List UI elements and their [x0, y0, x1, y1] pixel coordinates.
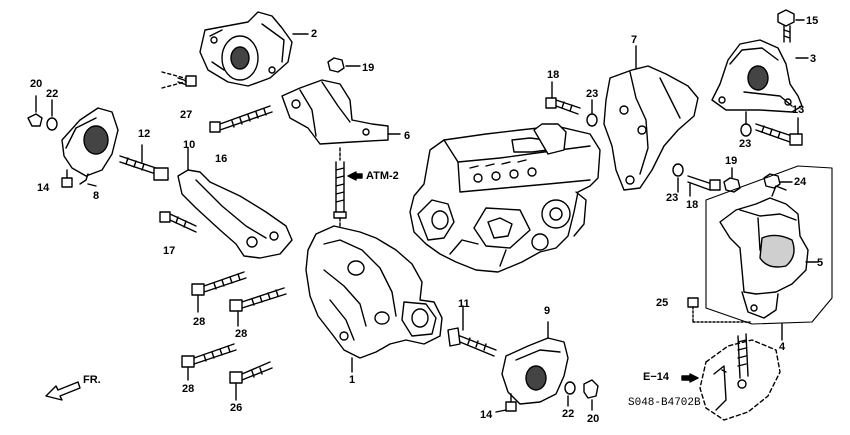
- part-17-label: 17: [163, 245, 176, 257]
- part-3-label: 3: [810, 53, 817, 65]
- front-reference: FR.: [83, 374, 101, 386]
- e-14-bracket: [699, 333, 781, 421]
- part-19-label-right: 19: [725, 155, 738, 167]
- part-14-bolt-lower: [495, 393, 517, 413]
- part-11-bolt: [447, 305, 497, 357]
- part-7-bracket: [603, 45, 699, 191]
- part-5-mount: [719, 185, 819, 319]
- part-12-label: 12: [138, 128, 151, 140]
- part-24-nut: [763, 173, 793, 189]
- part-23-label-middle: 23: [666, 192, 679, 204]
- part-15-label: 15: [806, 15, 819, 27]
- part-18-bolt-lower: [687, 175, 721, 197]
- part-16-bolt: [209, 105, 273, 133]
- part-23-washer: [586, 99, 598, 127]
- part-28-bolt-middle: [229, 287, 287, 327]
- part-14-bolt: [61, 169, 73, 188]
- part-5-label: 5: [817, 257, 824, 269]
- part-20-bolt: [27, 95, 43, 127]
- part-12-bolt: [119, 144, 169, 181]
- part-28-label-upper: 28: [193, 316, 206, 328]
- part-1-bracket: [305, 225, 443, 373]
- part-9-mount: [501, 321, 569, 405]
- part-1-label: 1: [349, 374, 356, 386]
- part-2-label: 2: [311, 28, 318, 40]
- part-22-washer-lower: [564, 381, 576, 407]
- part-13-label: 13: [792, 104, 805, 116]
- part-4-label: 4: [779, 341, 786, 353]
- part-28-bolt-lower: [181, 343, 237, 381]
- part-6-bracket: [281, 79, 401, 145]
- part-23-label-right: 23: [739, 138, 752, 150]
- part-9-label: 9: [544, 305, 551, 317]
- part-19-nut: [327, 57, 361, 73]
- part-13-bolt: [755, 117, 803, 146]
- part-20-label: 20: [30, 78, 43, 90]
- part-11-label: 11: [458, 298, 470, 310]
- part-7-label: 7: [631, 34, 638, 46]
- part-14-label-lower: 14: [480, 409, 493, 421]
- part-20-label-lower: 20: [587, 413, 600, 425]
- engine-block: [409, 123, 601, 273]
- part-28-label-lower: 28: [182, 383, 195, 395]
- part-4-assembly: [705, 165, 833, 341]
- part-8-label: 8: [93, 190, 100, 202]
- part-26-label: 26: [230, 402, 243, 414]
- part-28-label-middle: 28: [235, 328, 248, 340]
- stud: [333, 147, 347, 231]
- part-23-label: 23: [586, 88, 599, 100]
- part-23-washer-middle: [672, 163, 684, 193]
- part-26-bolt: [229, 361, 273, 401]
- part-3-mount: [711, 39, 809, 113]
- part-17-bolt: [159, 211, 197, 233]
- part-22-label-lower: 22: [562, 408, 575, 420]
- part-24-label: 24: [794, 176, 807, 188]
- part-18-label: 18: [547, 69, 560, 81]
- part-15-bolt: [777, 9, 805, 43]
- e-14-arrow: [681, 373, 699, 383]
- part-27-label: 27: [180, 109, 193, 121]
- part-14-label: 14: [37, 182, 50, 194]
- part-22-label: 22: [46, 88, 59, 100]
- part-2-mount: [199, 11, 309, 87]
- part-18-bolt: [545, 81, 581, 115]
- part-23-washer-right: [740, 111, 752, 137]
- part-19-label: 19: [362, 62, 375, 74]
- atm-2-reference: ATM-2: [366, 170, 399, 182]
- part-16-label: 16: [215, 153, 228, 165]
- part-18-label-lower: 18: [686, 199, 699, 211]
- part-20-bolt-lower: [583, 379, 599, 411]
- diagram-code: S048-B4702B: [628, 397, 701, 409]
- part-25-label: 25: [656, 297, 669, 309]
- part-6-label: 6: [404, 130, 411, 142]
- part-8-mount: [61, 107, 119, 187]
- part-22-washer: [46, 99, 58, 131]
- front-arrow: [45, 381, 81, 401]
- part-27-bolt: [161, 71, 197, 89]
- atm-2-arrow: [347, 171, 363, 181]
- part-10-label: 10: [183, 139, 196, 151]
- e-14-reference: E−14: [643, 371, 669, 383]
- part-25-bolt: [687, 297, 751, 323]
- part-28-bolt-upper: [191, 271, 247, 313]
- part-10-bracket: [177, 147, 293, 259]
